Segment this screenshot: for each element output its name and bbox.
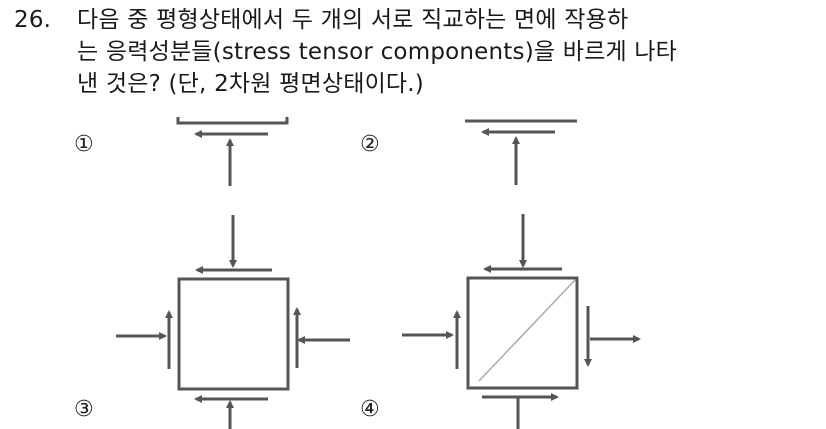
question-number: 26. xyxy=(14,7,52,33)
diagram-2-top-face xyxy=(465,119,577,185)
question-line-2: 는 응력성분들(stress tensor components)을 바르게 나… xyxy=(77,39,678,65)
question-line-3: 낸 것은? (단, 2차원 평면상태이다.) xyxy=(77,71,424,97)
diagram-4-element xyxy=(402,214,641,429)
stress-element-square xyxy=(466,276,579,390)
question-line-1: 26.다음 중 평형상태에서 두 개의 서로 직교하는 면에 작용하 xyxy=(14,4,814,36)
element-face-bracket xyxy=(176,117,289,125)
diagram-1-top-face xyxy=(176,117,289,186)
diagram-3-element xyxy=(116,215,350,429)
choice-4-label[interactable]: ④ xyxy=(360,397,380,422)
choice-1-label[interactable]: ① xyxy=(74,132,94,157)
choice-2-label[interactable]: ② xyxy=(360,132,380,157)
diagonal-line xyxy=(478,279,576,382)
stress-element-square xyxy=(177,277,290,391)
choice-3-label[interactable]: ③ xyxy=(74,397,94,422)
question-block: 26.다음 중 평형상태에서 두 개의 서로 직교하는 면에 작용하 는 응력성… xyxy=(14,4,814,100)
